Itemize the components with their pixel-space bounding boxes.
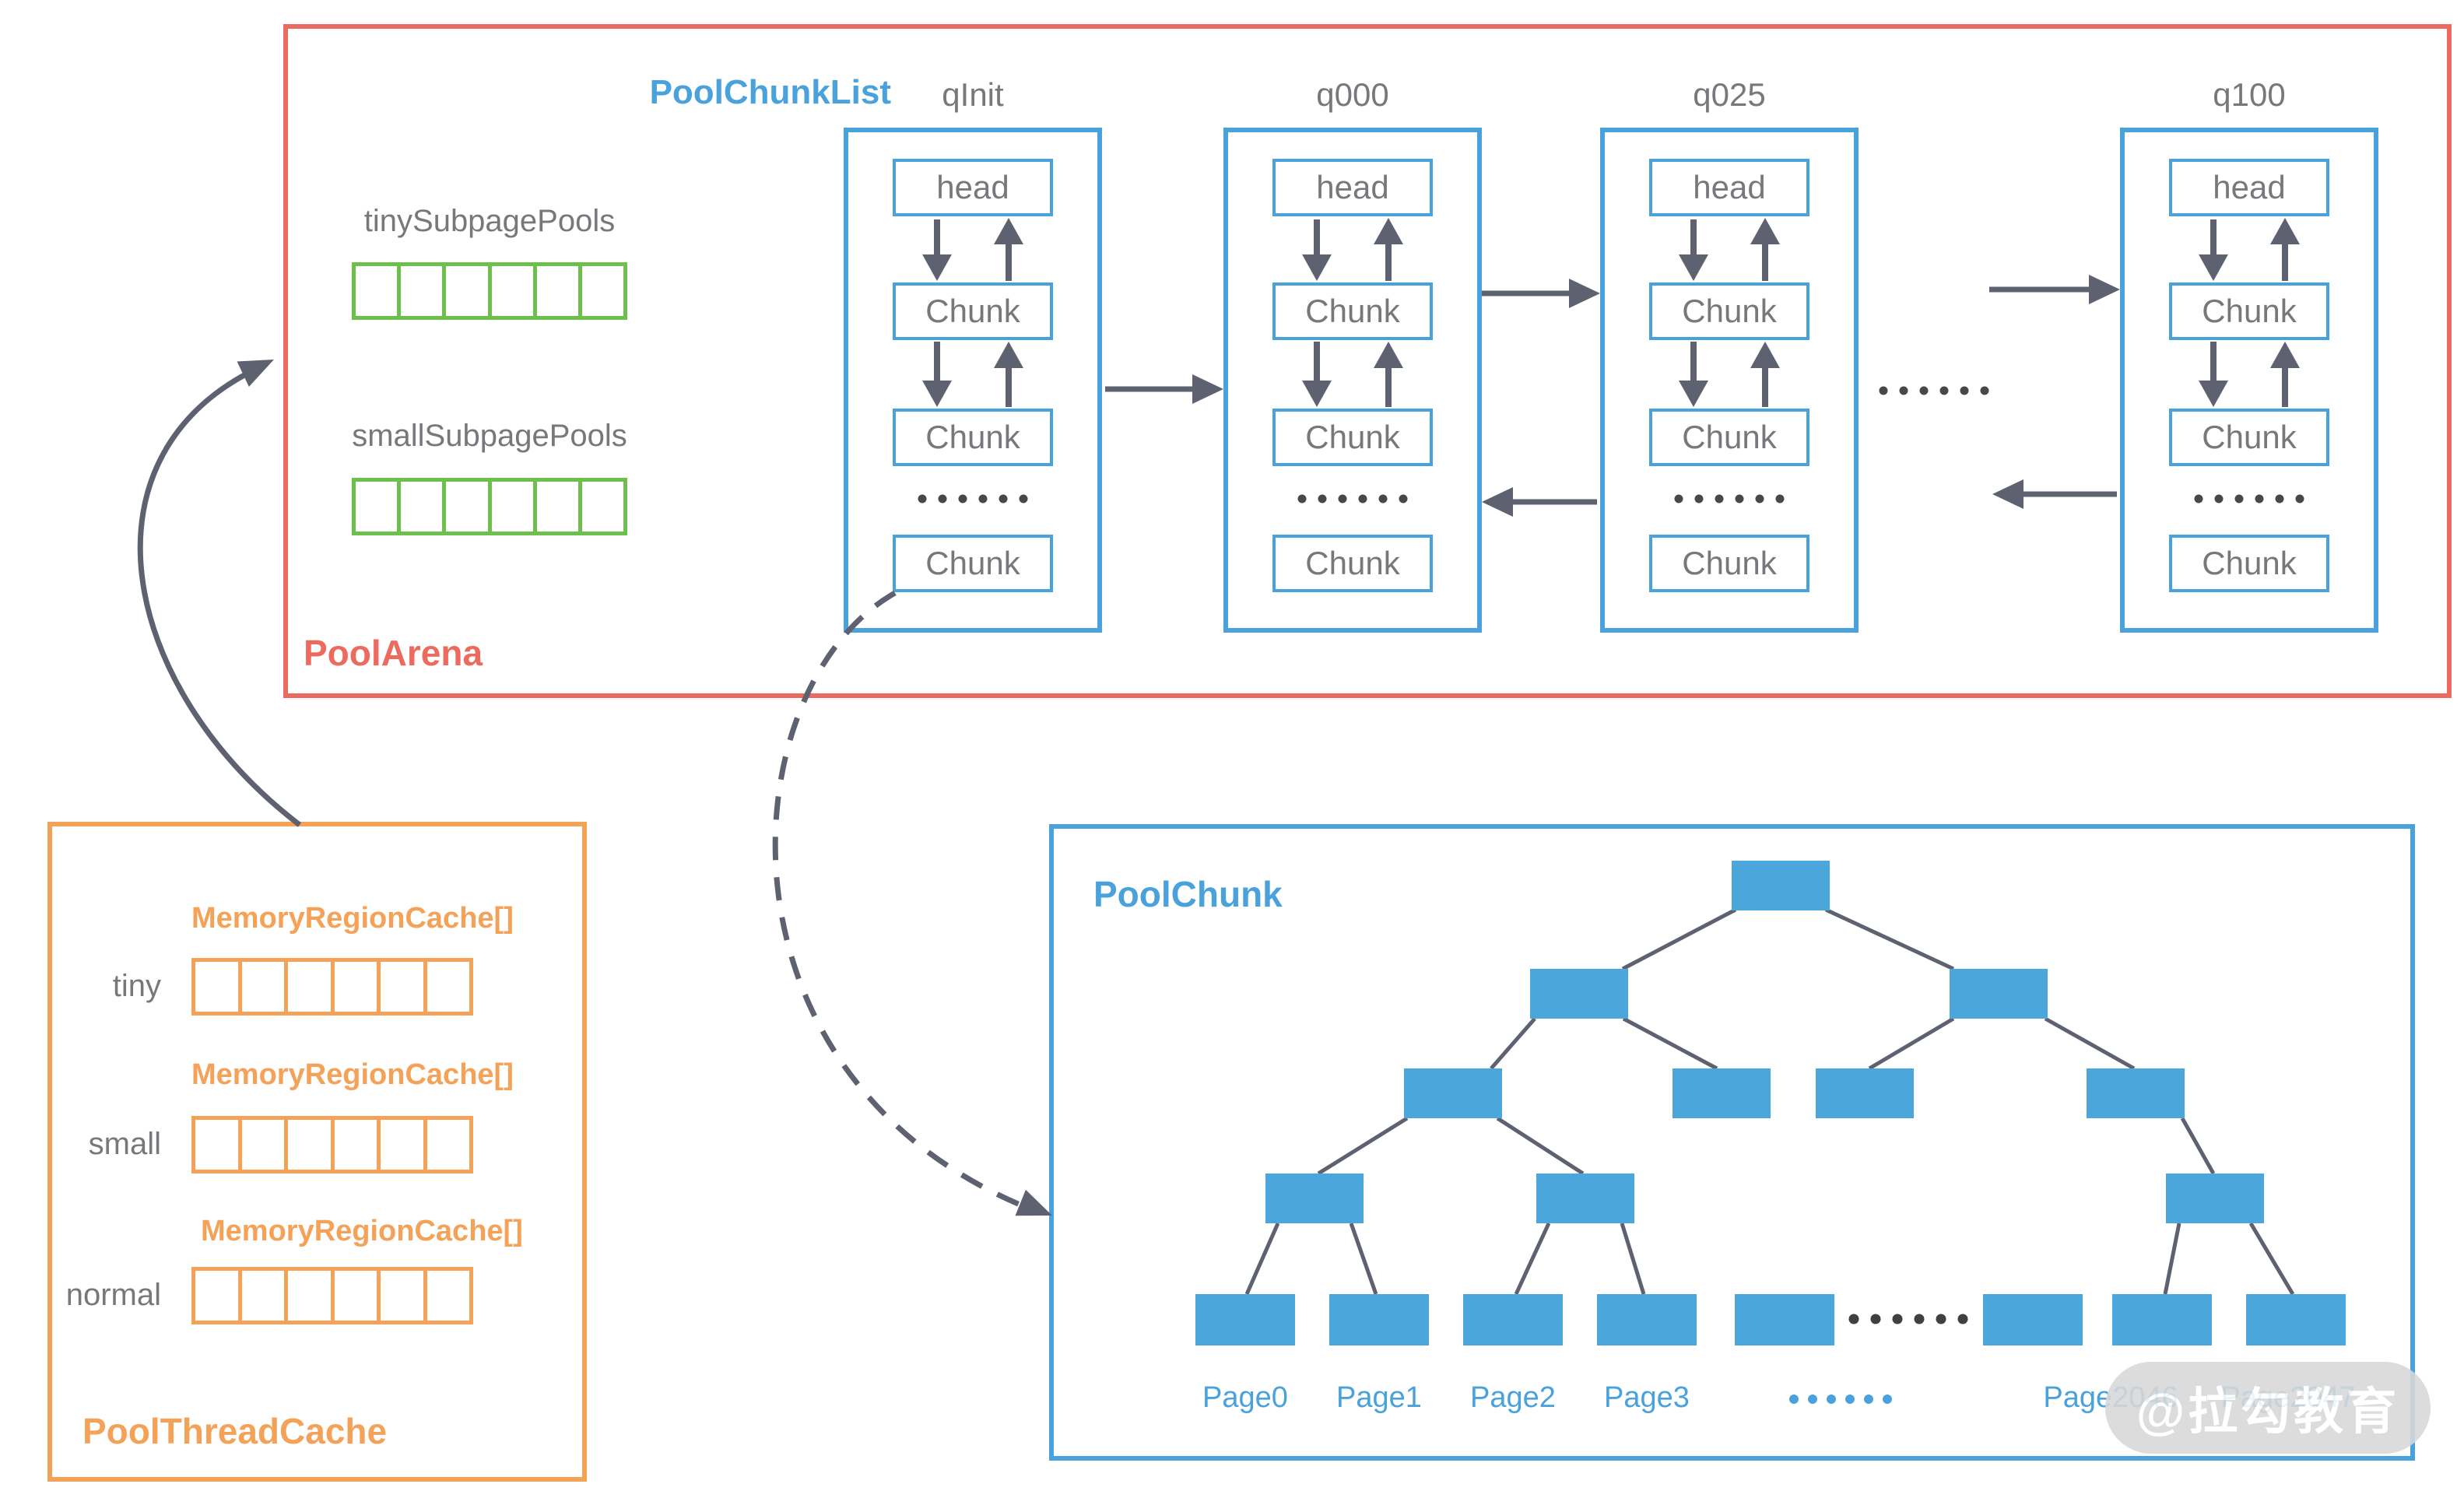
tree-node-page-mid bbox=[1735, 1294, 1834, 1345]
tiny-cache-cell bbox=[288, 962, 335, 1012]
small-subpage-pool-cell bbox=[582, 482, 623, 531]
size-class-label-tiny: tiny bbox=[112, 969, 161, 1003]
tree-node-l1-0 bbox=[1530, 969, 1628, 1019]
tree-node-l3-0 bbox=[1265, 1174, 1364, 1223]
size-class-label-normal: normal bbox=[65, 1278, 161, 1312]
tiny-subpage-pool-cell bbox=[401, 266, 447, 316]
qInit-head-box: head bbox=[893, 159, 1053, 216]
q000-chunk-tail-box: Chunk bbox=[1272, 535, 1433, 592]
q025-chunk-2-box: Chunk bbox=[1649, 409, 1809, 466]
small-subpage-pool-cell bbox=[537, 482, 582, 531]
qInit-chunk-tail-box: Chunk bbox=[893, 535, 1053, 592]
small-subpage-pool-cell bbox=[356, 482, 402, 531]
tree-node-root bbox=[1732, 861, 1830, 910]
tree-node-page-2047 bbox=[2246, 1294, 2346, 1345]
page-label-Page2: Page2 bbox=[1470, 1381, 1556, 1414]
q000-chunk-2-box: Chunk bbox=[1272, 409, 1433, 466]
tiny-cache-cell bbox=[242, 962, 288, 1012]
pool-arena-title: PoolArena bbox=[304, 633, 483, 673]
tree-node-page-0 bbox=[1195, 1294, 1295, 1345]
memory-region-cache-label-normal: MemoryRegionCache[] bbox=[201, 1215, 523, 1247]
chunk-list-label-q025: q025 bbox=[1693, 76, 1766, 113]
chunk-list-label-q100: q100 bbox=[2213, 76, 2286, 113]
page-label-Page1: Page1 bbox=[1336, 1381, 1422, 1414]
small-cache-cell bbox=[335, 1120, 381, 1170]
watermark-text: @拉勾教育 bbox=[2136, 1384, 2400, 1440]
small-subpage-pools-label: smallSubpagePools bbox=[352, 419, 627, 453]
tree-node-l2-3 bbox=[2087, 1068, 2185, 1118]
small-subpage-pools-grid bbox=[352, 478, 627, 535]
tree-node-l3-1 bbox=[1536, 1174, 1634, 1223]
q025-chunk-tail-box: Chunk bbox=[1649, 535, 1809, 592]
tiny-cache-cell bbox=[195, 962, 242, 1012]
small-cache-cell bbox=[195, 1120, 242, 1170]
tree-node-page-2046 bbox=[2112, 1294, 2212, 1345]
normal-cache-cell bbox=[242, 1271, 288, 1321]
q025-head-box: head bbox=[1649, 159, 1809, 216]
tree-node-l2-1 bbox=[1673, 1068, 1771, 1118]
small-cache-cell bbox=[381, 1120, 427, 1170]
qInit-chunk-2-box: Chunk bbox=[893, 409, 1053, 466]
small-subpage-pool-cell bbox=[401, 482, 447, 531]
chunk-list-box-q025 bbox=[1600, 128, 1859, 633]
small-subpage-pool-cell bbox=[492, 482, 537, 531]
memory-region-cache-label-small: MemoryRegionCache[] bbox=[191, 1058, 514, 1091]
memory-region-cache-label-tiny: MemoryRegionCache[] bbox=[191, 902, 514, 935]
tree-node-l3-2 bbox=[2166, 1174, 2264, 1223]
tree-node-page-2 bbox=[1463, 1294, 1563, 1345]
tiny-subpage-pools-label: tinySubpagePools bbox=[363, 204, 616, 238]
qInit-chunk-1-box: Chunk bbox=[893, 282, 1053, 340]
tiny-subpage-pool-cell bbox=[446, 266, 492, 316]
page-label-Page0: Page0 bbox=[1202, 1381, 1288, 1414]
chunk-list-label-qInit: qInit bbox=[942, 76, 1004, 113]
q100-chunk-1-box: Chunk bbox=[2169, 282, 2329, 340]
tiny-cache-grid bbox=[191, 958, 473, 1016]
small-cache-cell bbox=[288, 1120, 335, 1170]
watermark-badge: @拉勾教育 bbox=[2105, 1362, 2431, 1454]
q100-head-box: head bbox=[2169, 159, 2329, 216]
chunk-list-box-q000 bbox=[1223, 128, 1482, 633]
tree-node-page-1 bbox=[1329, 1294, 1429, 1345]
q000-head-box: head bbox=[1272, 159, 1433, 216]
tiny-subpage-pool-cell bbox=[356, 266, 402, 316]
q025-chunk-1-box: Chunk bbox=[1649, 282, 1809, 340]
tiny-subpage-pools-grid bbox=[352, 262, 627, 320]
page-label-Page3: Page3 bbox=[1604, 1381, 1690, 1414]
small-cache-grid bbox=[191, 1116, 473, 1174]
tree-node-l1-1 bbox=[1950, 969, 2048, 1019]
q100-chunk-tail-box: Chunk bbox=[2169, 535, 2329, 592]
normal-cache-cell bbox=[427, 1271, 470, 1321]
normal-cache-cell bbox=[381, 1271, 427, 1321]
pool-arena-box bbox=[283, 24, 2452, 698]
tree-node-l2-0 bbox=[1404, 1068, 1502, 1118]
tiny-subpage-pool-cell bbox=[537, 266, 582, 316]
small-subpage-pool-cell bbox=[446, 482, 492, 531]
tiny-subpage-pool-cell bbox=[582, 266, 623, 316]
tiny-cache-cell bbox=[427, 962, 470, 1012]
size-class-label-small: small bbox=[88, 1127, 161, 1161]
tiny-subpage-pool-cell bbox=[492, 266, 537, 316]
tiny-cache-cell bbox=[335, 962, 381, 1012]
tiny-cache-cell bbox=[381, 962, 427, 1012]
normal-cache-cell bbox=[195, 1271, 242, 1321]
normal-cache-grid bbox=[191, 1267, 473, 1324]
small-cache-cell bbox=[242, 1120, 288, 1170]
normal-cache-cell bbox=[288, 1271, 335, 1321]
pool-chunk-box bbox=[1049, 824, 2415, 1461]
pool-chunk-title: PoolChunk bbox=[1093, 874, 1283, 914]
q100-chunk-2-box: Chunk bbox=[2169, 409, 2329, 466]
pool-thread-cache-box bbox=[47, 822, 587, 1482]
small-cache-cell bbox=[427, 1120, 470, 1170]
tree-node-page-n bbox=[1983, 1294, 2083, 1345]
pool-chunk-list-title: PoolChunkList bbox=[649, 73, 891, 111]
tree-node-page-3 bbox=[1597, 1294, 1697, 1345]
chunk-list-label-q000: q000 bbox=[1316, 76, 1389, 113]
pool-thread-cache-title: PoolThreadCache bbox=[82, 1411, 388, 1451]
q000-chunk-1-box: Chunk bbox=[1272, 282, 1433, 340]
normal-cache-cell bbox=[335, 1271, 381, 1321]
chunk-list-box-q100 bbox=[2120, 128, 2378, 633]
tree-node-l2-2 bbox=[1816, 1068, 1914, 1118]
